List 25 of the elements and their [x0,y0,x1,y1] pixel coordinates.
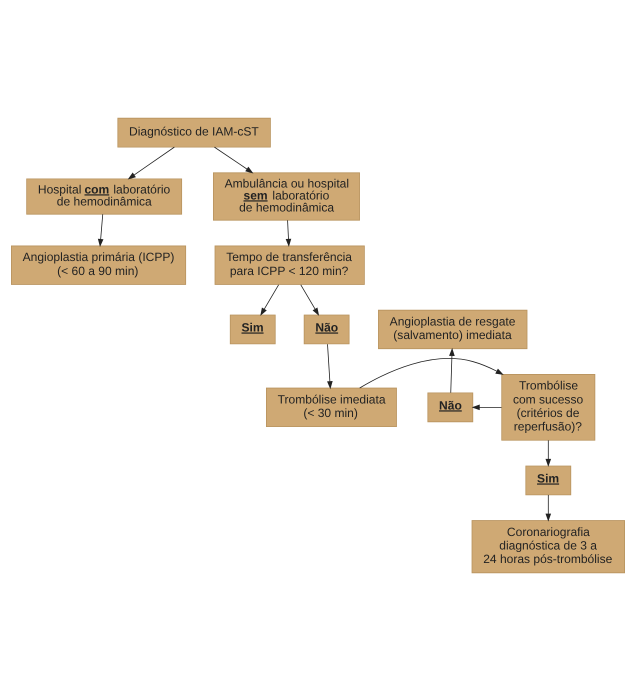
arrow [286,220,292,247]
arrow [545,440,552,467]
arrow [545,494,552,522]
node-box: Diagnóstico de IAM-cST [117,118,271,148]
node-box: Não [304,314,350,344]
arrow [300,284,320,316]
node-box: Sim [525,466,572,496]
node-box: Angioplastia de resgate (salvamento) imediata [378,310,528,350]
node-box: Trombólise com sucesso (critérios de reperfusão)? [501,374,596,441]
node-box: Coronariografia diagnóstica de 3 a 24 horas pós-trombólise [472,520,625,574]
node-box: Angioplastia primária (ICPP) (< 60 a 90 min) [11,246,186,285]
node-box: Tempo de transferência para ICPP < 120 min? [214,246,365,285]
arrow [359,358,504,388]
node-box: Sim [230,314,276,344]
arrow [260,284,279,316]
arrow [98,214,104,248]
arrow [449,348,455,394]
node-box: Não [427,392,474,422]
node-box: Ambulância ou hospital sem laboratório de hemodinâmica [212,172,360,221]
arrow [214,146,254,174]
arrow [128,146,175,180]
node-box: Trombólise imediata (< 30 min) [266,388,397,428]
arrow [472,404,502,410]
arrow [327,344,333,390]
node-box: Hospital com laboratório de hemodinâmica [26,178,182,215]
